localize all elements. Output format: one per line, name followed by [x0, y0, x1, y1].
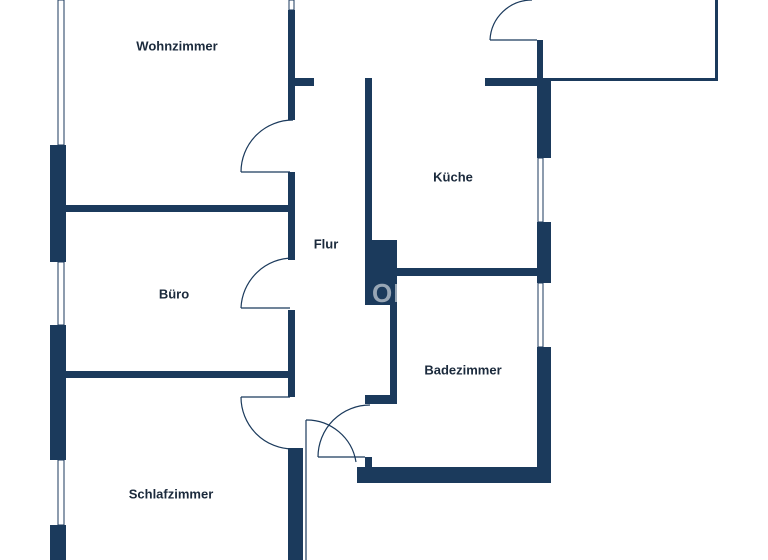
windows — [57, 0, 544, 526]
room-label-buero: Büro — [158, 286, 190, 302]
room-label-wohnzimmer: Wohnzimmer — [136, 38, 218, 54]
room-label-schlafzimmer: Schlafzimmer — [128, 486, 214, 502]
walls — [50, 0, 718, 560]
room-label-badezimmer: Badezimmer — [424, 362, 502, 378]
watermark-logo: OM — [372, 278, 416, 308]
doors — [240, 0, 537, 560]
room-label-flur: Flur — [313, 236, 339, 252]
room-label-kueche: Küche — [433, 169, 473, 185]
